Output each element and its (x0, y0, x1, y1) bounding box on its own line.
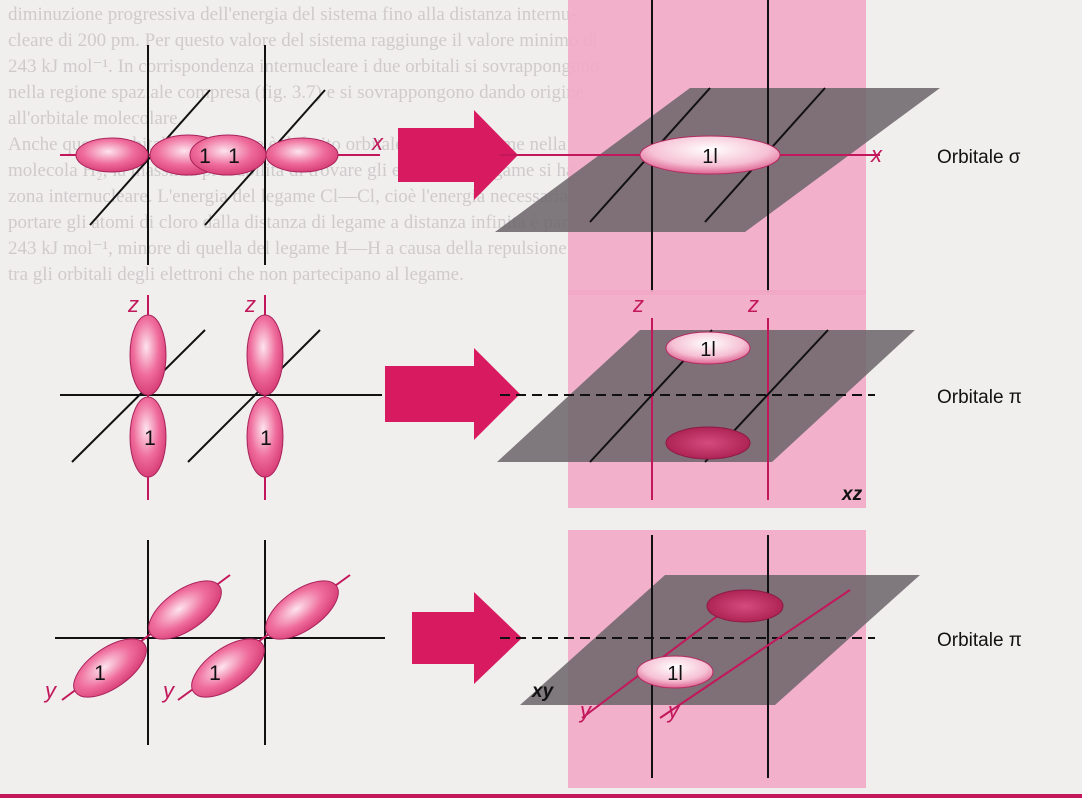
row-pi-xy-arrow (412, 592, 522, 684)
background-text-line: nella regione spaziale compresa (fig. 3.… (8, 82, 585, 103)
electron-label: 1 (260, 427, 272, 450)
p-orbital-lobe (265, 137, 339, 173)
p-orbital-lobe (73, 638, 147, 698)
axis-label-y: y (578, 698, 593, 723)
axis-label-z: z (127, 292, 139, 317)
background-text-line: tra gli orbitali degli elettroni che non… (8, 264, 464, 285)
frame-border-bottom (0, 794, 1082, 798)
axis-label-z: z (244, 292, 256, 317)
electron-pair-label: 1l (702, 146, 718, 168)
diagonal-axis-line (71, 329, 206, 463)
row-pi-xz-arrow (385, 348, 520, 440)
axis-label-y: y (43, 678, 58, 703)
diagonal-axis-line (187, 329, 321, 463)
axis-label-y: y (161, 678, 176, 703)
pi-bond-lobe-upper (706, 589, 784, 623)
axis-label-y: y (666, 698, 681, 723)
p-orbital-lobe (148, 580, 222, 640)
background-text-line: zona internucleare. L'energia del legame… (8, 186, 598, 207)
row-pi-xz-left-drawing: 1 1 z z (60, 292, 382, 500)
p-orbital-lobe (129, 314, 167, 396)
pi-bond-lobe-lower (665, 426, 751, 460)
background-text-line: cleare di 200 pm. Per questo valore del … (8, 30, 598, 51)
row-sigma-arrow (398, 110, 518, 200)
background-text-line: all'orbitale molecolare. (8, 108, 183, 129)
plane-label: xz (841, 484, 863, 505)
right-arrow-icon (385, 348, 520, 440)
pi-bond-lobe-upper (665, 331, 751, 365)
orbital-label: Orbitale σ (937, 147, 1021, 168)
p-orbital-lobe (129, 396, 167, 478)
row-sigma-right-drawing: 1l x Orbitale σ (495, 0, 1021, 295)
plane-label: xy (531, 681, 555, 702)
electron-pair-label: 1l (667, 663, 683, 685)
p-orbital-lobe (75, 137, 149, 173)
right-arrow-icon (398, 110, 518, 200)
electron-label: 1 (94, 662, 106, 685)
y-axis-line (659, 589, 851, 719)
background-text-line: 243 kJ mol⁻¹. In corrispondenza internuc… (8, 56, 600, 77)
electron-pair-label: 1l (700, 339, 716, 361)
pi-bond-lobe-lower (636, 655, 714, 689)
p-orbital-lobe (191, 638, 265, 698)
background-text-line: portare gli atomi di cloro dalla distanz… (8, 212, 587, 233)
nodal-plane (497, 330, 915, 462)
orbital-label: Orbitale π (937, 630, 1022, 651)
axis-label-x: x (870, 142, 883, 167)
electron-label: 1 (144, 427, 156, 450)
p-orbital-lobe (246, 314, 284, 396)
row-pi-xz-right-drawing: 1l z z xz Orbitale π (497, 290, 1022, 508)
p-orbital-lobe (265, 580, 339, 640)
axis-label-z: z (747, 292, 759, 317)
row-sigma-left-drawing: 1 1 x (60, 45, 384, 265)
row-pi-xy-left-drawing: 1 1 y y (43, 540, 385, 745)
electron-label: 1 (199, 145, 211, 168)
axis-label-z: z (632, 292, 644, 317)
right-arrow-icon (412, 592, 522, 684)
row-pi-xy-right-drawing: 1l xy y y Orbitale π (500, 530, 1022, 788)
background-text-line: diminuzione progressiva dell'energia del… (8, 4, 577, 25)
p-orbital-lobe (246, 396, 284, 478)
axis-label-x: x (371, 130, 384, 155)
electron-label: 1 (228, 145, 240, 168)
electron-label: 1 (209, 662, 221, 685)
sigma-bond-orbital (639, 135, 781, 175)
nodal-plane (520, 575, 920, 705)
orbital-label: Orbitale π (937, 387, 1022, 408)
